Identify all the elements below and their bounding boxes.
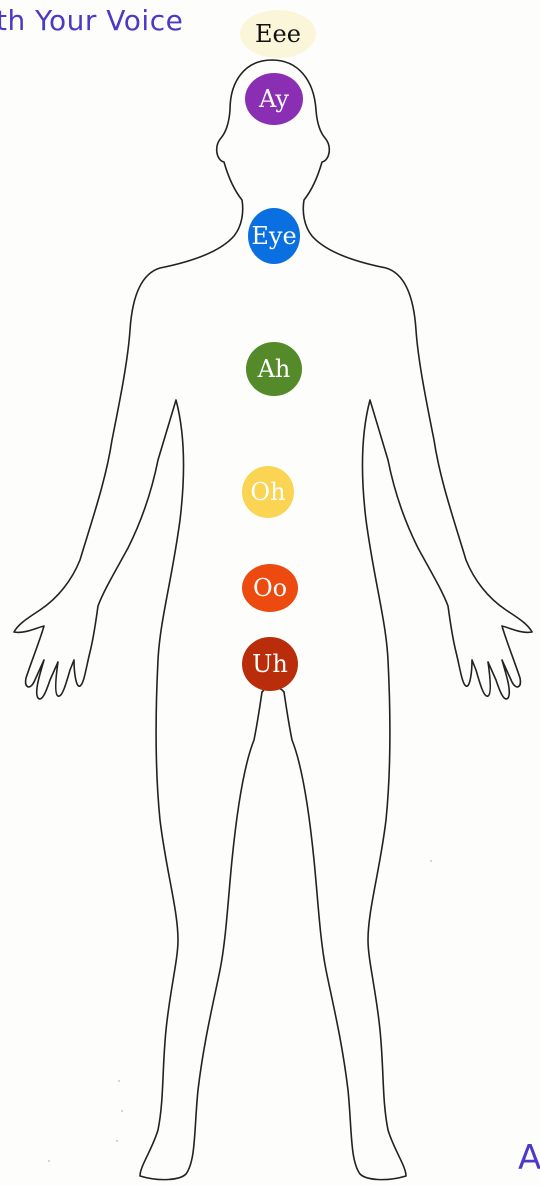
paper-speckle [118,1080,120,1082]
chakra-eye-circle: Eye [248,208,300,264]
chakra-ah-label: Ah [258,357,291,381]
chakra-ay-circle: Ay [245,73,303,125]
chakra-eee-label: Eee [255,22,301,46]
chakra-oo-label: Oo [253,576,287,600]
paper-speckle [116,1140,118,1142]
chakra-oo-circle: Oo [242,564,298,612]
paper-speckle [48,1160,50,1162]
chakra-eye-label: Eye [251,224,296,248]
chakra-oh-circle: Oh [242,466,294,518]
paper-speckle [121,1110,123,1112]
paper-speckle [430,860,432,862]
corner-text: A [518,1138,540,1178]
chakra-uh-circle: Uh [242,637,298,691]
chakra-eee-circle: Eee [240,10,316,58]
chakra-ay-label: Ay [259,87,289,111]
chakra-ah-circle: Ah [246,342,302,396]
chakra-oh-label: Oh [250,480,285,504]
chakra-uh-label: Uh [252,652,288,676]
